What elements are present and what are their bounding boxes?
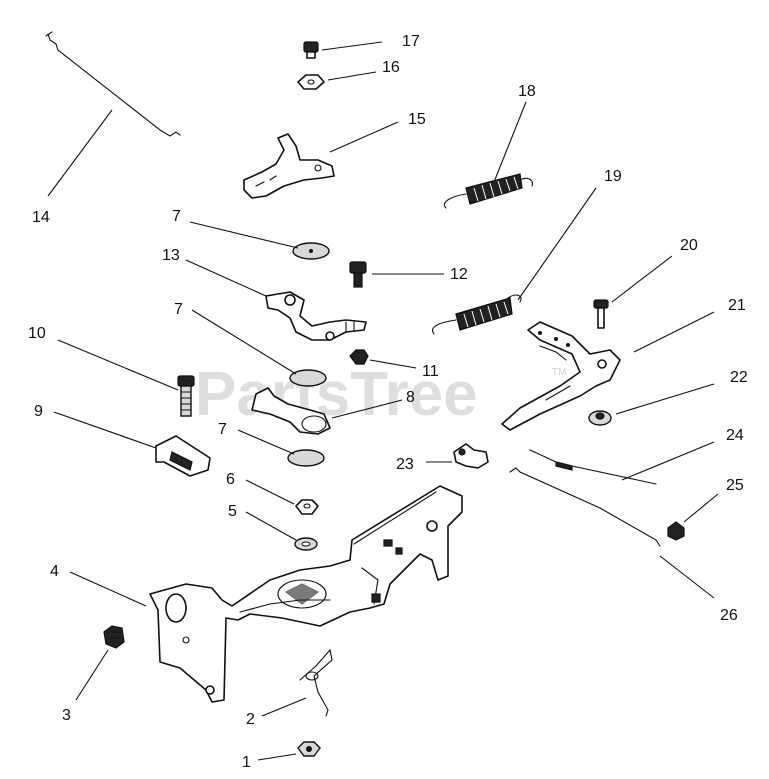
callout-24: 24 — [621, 427, 744, 481]
callout-15: 15 — [329, 111, 426, 153]
callout-16-label: 16 — [382, 59, 400, 76]
callout-10-label: 10 — [28, 325, 46, 342]
part-10-bolt — [177, 375, 195, 417]
part-16-washer — [297, 74, 325, 90]
part-1-nut — [297, 741, 321, 757]
callout-19-label: 19 — [604, 168, 622, 185]
part-26-choke-rod — [509, 467, 661, 547]
callout-5: 5 — [228, 503, 297, 541]
callout-23-label: 23 — [396, 456, 414, 473]
part-11-nut — [349, 349, 369, 365]
watermark-tm: TM — [552, 367, 566, 378]
callout-14: 14 — [32, 109, 113, 226]
callout-12-label: 12 — [450, 266, 468, 283]
callout-20: 20 — [611, 237, 698, 303]
callout-1-label: 1 — [242, 754, 251, 771]
callout-2: 2 — [246, 697, 307, 728]
callout-1: 1 — [242, 753, 297, 771]
callout-2-label: 2 — [246, 711, 255, 728]
callout-7-upper-label: 7 — [172, 208, 181, 225]
callout-9-label: 9 — [34, 403, 43, 420]
callout-19: 19 — [517, 168, 622, 301]
part-21-control-lever — [501, 321, 621, 431]
callout-24-label: 24 — [726, 427, 744, 444]
callout-13: 13 — [162, 247, 267, 297]
part-6-nut — [295, 499, 319, 515]
callout-26-label: 26 — [720, 607, 738, 624]
part-7-washer-a — [292, 242, 330, 260]
part-25-nut — [667, 521, 685, 541]
callout-8-label: 8 — [406, 389, 415, 406]
callout-16: 16 — [327, 59, 400, 81]
callout-21: 21 — [633, 297, 746, 353]
callout-18-label: 18 — [518, 83, 536, 100]
part-12-bolt — [349, 261, 367, 288]
callout-26: 26 — [659, 555, 738, 624]
part-7-washer-b — [289, 369, 327, 387]
callout-5-label: 5 — [228, 503, 237, 520]
callout-6-label: 6 — [226, 471, 235, 488]
part-20-screw — [593, 299, 609, 329]
callout-4: 4 — [50, 563, 147, 607]
part-14-rod — [45, 31, 181, 137]
callout-8: 8 — [331, 389, 415, 419]
part-22-nut — [588, 410, 612, 426]
callout-15-label: 15 — [408, 111, 426, 128]
callout-3: 3 — [62, 649, 109, 724]
callout-10: 10 — [28, 325, 179, 391]
watermark-text: PartsTree — [195, 360, 478, 429]
part-19-spring — [432, 294, 522, 335]
callout-17: 17 — [321, 33, 420, 51]
callout-7-middle-label: 7 — [174, 301, 183, 318]
part-3-screw — [103, 625, 125, 649]
callout-7-middle: 7 — [174, 301, 297, 375]
callout-11: 11 — [369, 359, 439, 380]
callout-25-label: 25 — [726, 477, 744, 494]
part-4-bracket — [149, 485, 463, 703]
callout-25: 25 — [683, 477, 744, 523]
part-5-washer — [294, 537, 318, 551]
callout-17-label: 17 — [402, 33, 420, 50]
part-17-screw — [303, 41, 319, 59]
part-23-connector — [453, 443, 489, 469]
callout-13-label: 13 — [162, 247, 180, 264]
callout-7-lower-label: 7 — [218, 421, 227, 438]
callout-3-label: 3 — [62, 707, 71, 724]
part-2-spring — [299, 648, 333, 717]
callout-4-label: 4 — [50, 563, 59, 580]
callout-22: 22 — [615, 369, 748, 415]
callout-7-upper: 7 — [172, 208, 299, 249]
part-8-plate — [251, 387, 331, 435]
part-9-clip — [155, 435, 211, 477]
callout-9: 9 — [34, 403, 157, 449]
part-18-spring — [444, 173, 533, 209]
part-24-link-rod — [529, 449, 657, 485]
callout-18: 18 — [493, 83, 536, 183]
callout-22-label: 22 — [730, 369, 748, 386]
callout-14-label: 14 — [32, 209, 50, 226]
part-7-washer-c — [287, 449, 325, 467]
callout-20-label: 20 — [680, 237, 698, 254]
part-13-throttle-lever — [265, 291, 367, 341]
part-15-lever — [243, 133, 335, 199]
callout-11-label: 11 — [422, 363, 439, 380]
callout-6: 6 — [226, 471, 295, 505]
callout-21-label: 21 — [728, 297, 746, 314]
callout-7-lower: 7 — [218, 421, 295, 455]
callout-23: 23 — [396, 456, 452, 473]
callout-12: 12 — [372, 266, 468, 283]
